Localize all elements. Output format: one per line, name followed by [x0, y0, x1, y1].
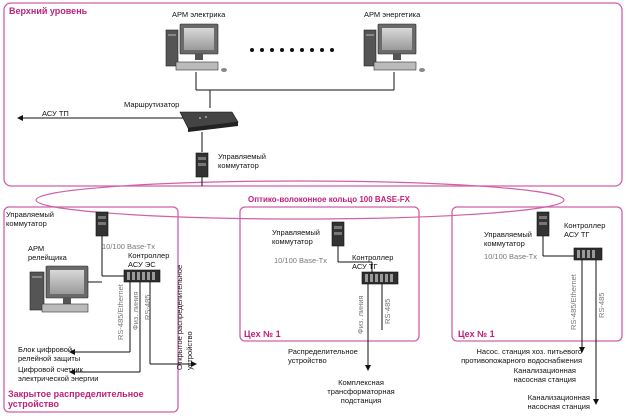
controller-icon [123, 269, 161, 283]
mid-switch-label-1: Управляемый [272, 228, 320, 237]
relay-block-label-2: релейной защиты [18, 354, 81, 363]
fiber-ring-label: Оптико-волоконное кольцо 100 BASE-FX [248, 195, 411, 204]
router-label: Маршрутизатор [124, 100, 180, 109]
sewer-station-2-label-2: насосная станция [527, 402, 591, 411]
pump-station-label-2: противопожарного водоснабжения [461, 356, 582, 365]
open-switchgear-label-2: устройство [185, 331, 194, 370]
switch-icon [195, 152, 209, 178]
left-switch-label-2: коммутатор [6, 219, 47, 228]
top-level-frame [3, 2, 623, 187]
mid-substation-label-3: подстанция [340, 396, 382, 405]
right-controller-label-1: Контроллер [564, 221, 606, 230]
left-arm-label-2: релейщика [28, 253, 67, 262]
left-rs485-label: RS-485 [143, 294, 152, 320]
mid-switch-label-2: коммутатор [272, 237, 313, 246]
right-rs485-label: RS-485 [597, 292, 606, 318]
right-switch-label-1: Управляемый [484, 230, 532, 239]
sewer-station-1-label-1: Канализационная [513, 366, 576, 375]
sewer-station-1-label-2: насосная станция [513, 375, 577, 384]
mid-rs485-label: RS-485 [383, 298, 392, 324]
fiber-ring [35, 180, 565, 220]
left-panel-frame [3, 206, 179, 413]
switch-icon [331, 221, 345, 247]
right-controller-label-2: АСУ ТГ [564, 230, 590, 239]
left-fiz-line-label: Физ. линия [131, 291, 140, 330]
asu-tp-label: АСУ ТП [42, 109, 69, 118]
controller-icon [573, 247, 603, 261]
top-switch-label-2: коммутатор [218, 161, 259, 170]
switch-icon [536, 211, 550, 237]
mid-controller-label-1: Контроллер [352, 253, 394, 262]
pump-station-label-1: Насос. станция хоз. питьевого [476, 347, 583, 356]
left-arm-label-1: АРМ [28, 244, 45, 253]
right-switch-label-2: коммутатор [484, 239, 525, 248]
right-panel-frame [451, 206, 623, 342]
left-panel-title-1: Закрытое распределительное [8, 389, 144, 399]
mid-substation-label-1: Комплексная [338, 378, 384, 387]
left-switch-label-1: Управляемый [6, 210, 54, 219]
energy-meter-label-2: электрической энергии [18, 374, 99, 383]
workstation-icon [29, 265, 89, 313]
mid-base-label: 10/100 Base-Tx [274, 256, 327, 265]
arm-energy-label: АРМ энергетика [364, 10, 421, 19]
router-icon [179, 111, 239, 132]
left-base-label: 10/100 Base-Tx [102, 242, 155, 251]
switch-icon [95, 211, 109, 237]
workstation-icon [363, 23, 425, 72]
arm-electric-label: АРМ электрика [172, 10, 226, 19]
mid-distribution-label-2: устройство [288, 356, 327, 365]
left-controller-label-2: АСУ ЭС [128, 260, 156, 269]
energy-meter-label-1: Цифровой счетчик [18, 365, 83, 374]
mid-fiz-line-label: Физ. линия [356, 295, 365, 334]
mid-distribution-label-1: Распределительное [288, 347, 358, 356]
top-switch-label-1: Управляемый [218, 152, 266, 161]
right-rs485-ethernet-label: RS-485/Ethernet [569, 274, 578, 330]
relay-block-label-1: Блок цифровой [18, 345, 73, 354]
left-panel-title-2: устройство [8, 399, 60, 409]
workstation-icon [165, 23, 227, 72]
sewer-station-2-label-1: Канализационная [527, 393, 590, 402]
mid-controller-label-2: АСУ ТГ [352, 262, 378, 271]
top-level-title: Верхний уровень [9, 6, 88, 16]
mid-panel-title: Цех № 1 [244, 329, 281, 339]
controller-icon [361, 271, 399, 285]
dots-separator [250, 48, 334, 52]
right-panel-title: Цех № 1 [458, 329, 495, 339]
open-switchgear-label-1: Открытое распределительное [175, 264, 184, 370]
mid-substation-label-2: трансформаторная [327, 387, 395, 396]
left-rs485-ethernet-label: RS-485/Ethernet [116, 284, 125, 340]
mid-panel-frame [239, 206, 420, 342]
right-base-label: 10/100 Base-Tx [484, 252, 537, 261]
left-controller-label-1: Контроллер [128, 251, 170, 260]
